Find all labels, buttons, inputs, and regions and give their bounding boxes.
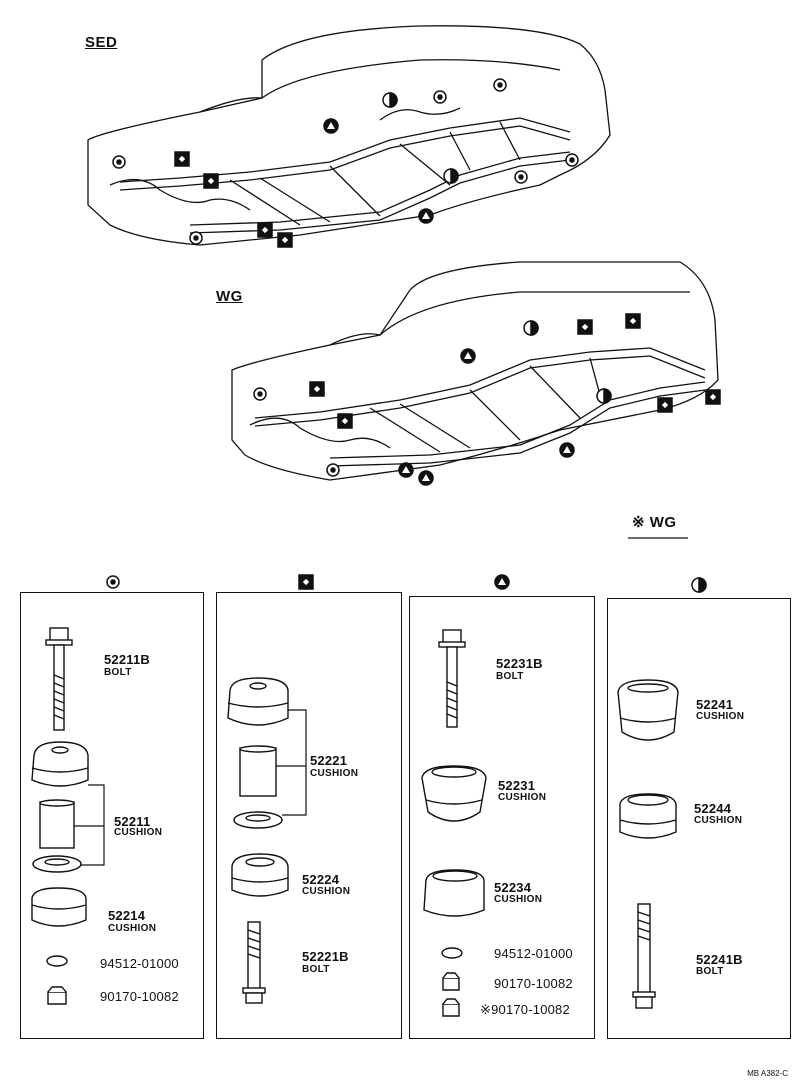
circle-dot-icon xyxy=(106,575,120,589)
sedan-body-outline xyxy=(87,25,611,246)
part-number: 52241B xyxy=(696,952,743,967)
part-desc: CUSHION xyxy=(696,711,745,722)
part-desc: CUSHION xyxy=(694,815,743,826)
part-desc: BOLT xyxy=(496,671,524,682)
part-desc: CUSHION xyxy=(498,792,547,803)
part-number: ※90170-10082 xyxy=(480,1002,570,1017)
part-number: 52231 xyxy=(498,778,536,793)
circle-triangle-icon xyxy=(494,574,510,590)
wagon-frame-rail-right xyxy=(329,381,706,459)
sedan-frame-rail-left xyxy=(119,117,571,183)
part-number: 52221B xyxy=(302,949,349,964)
part-number: 94512-01000 xyxy=(494,946,573,961)
part-desc: CUSHION xyxy=(302,886,351,897)
part-number: 52244 xyxy=(694,801,732,816)
part-number: 90170-10082 xyxy=(100,989,179,1004)
part-desc: CUSHION xyxy=(114,827,163,838)
panel-circle-dot xyxy=(20,592,204,1039)
part-number: 90170-10082 xyxy=(494,976,573,991)
wagon-note-label: ※ WG xyxy=(632,514,677,531)
panel-square-diamond xyxy=(216,592,402,1039)
sedan-frame-rail-right xyxy=(189,151,571,226)
wagon-label: WG xyxy=(216,288,243,305)
part-desc: CUSHION xyxy=(310,768,359,779)
part-desc: CUSHION xyxy=(108,923,157,934)
panel-half-circle xyxy=(607,598,791,1039)
part-number: 52224 xyxy=(302,872,340,887)
part-number: 94512-01000 xyxy=(100,956,179,971)
square-diamond-icon xyxy=(298,574,314,590)
part-desc: CUSHION xyxy=(494,894,543,905)
wagon-frame-rail-left xyxy=(254,347,706,419)
half-circle-icon xyxy=(691,577,707,593)
part-number: 52211 xyxy=(114,814,151,829)
panel-circle-triangle xyxy=(409,596,595,1039)
diagram-code: MB A382-C xyxy=(747,1069,788,1078)
part-number: 52211B xyxy=(104,652,151,667)
part-desc: BOLT xyxy=(696,966,724,977)
part-desc: BOLT xyxy=(104,667,132,678)
part-desc: BOLT xyxy=(302,964,330,975)
sedan-label: SED xyxy=(85,34,118,51)
part-number: 52214 xyxy=(108,908,146,923)
part-number: 52241 xyxy=(696,697,734,712)
part-number: 52234 xyxy=(494,880,532,895)
part-number: 52231B xyxy=(496,656,543,671)
part-number: 52221 xyxy=(310,753,348,768)
wagon-body-outline xyxy=(231,261,719,481)
